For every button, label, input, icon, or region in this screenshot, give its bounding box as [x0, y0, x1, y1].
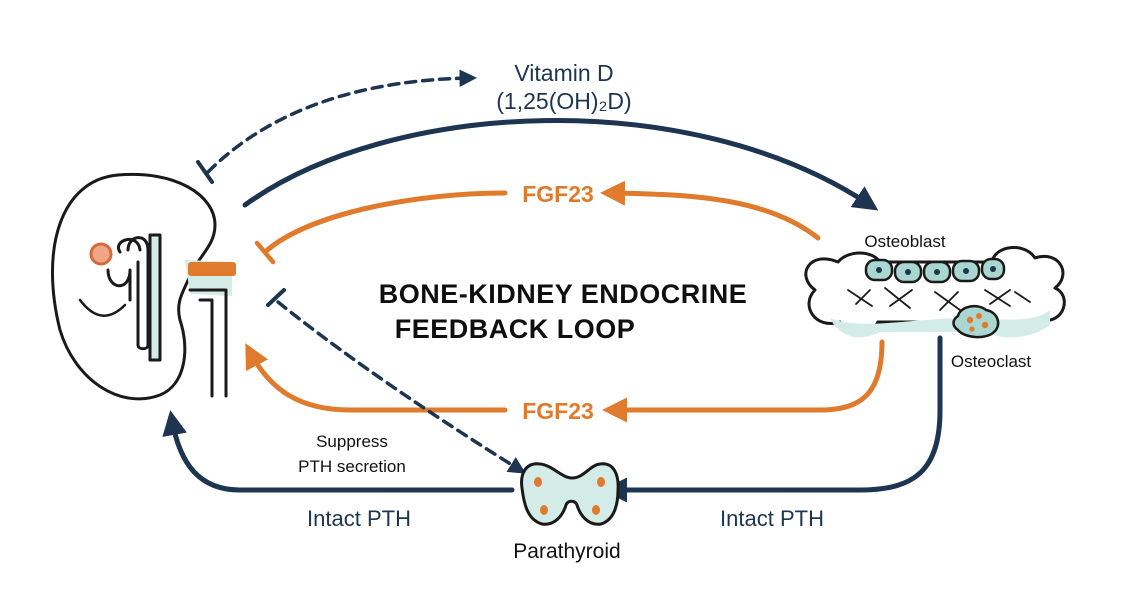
parathyroid-label: Parathyroid: [513, 540, 620, 563]
suppress-pth-dashed-arrow: [276, 300, 526, 474]
suppress-pth-secretion-label: PTH secretion: [298, 457, 406, 476]
fgf23-lower-line-left: [245, 343, 508, 413]
fgf23-upper-inhibit-bar: [254, 240, 276, 265]
glomerulus-icon: [89, 242, 113, 266]
suppress-label: Suppress: [316, 432, 388, 451]
vitamin-d-formula-label: (1,25(OH)₂D): [496, 88, 631, 114]
fgf23-lower-line-right: [602, 339, 885, 423]
osteoclast-label: Osteoclast: [951, 352, 1032, 371]
intact-pth-right-label: Intact PTH: [720, 506, 824, 531]
intact-pth-left-arrow: [162, 410, 515, 493]
fgf23-upper-label: FGF23: [522, 181, 594, 207]
fgf23-upper-arrow-head: [600, 180, 821, 241]
osteoblast-label: Osteoblast: [864, 232, 946, 251]
diagram-title-line2: FEEDBACK LOOP: [395, 314, 636, 344]
intact-pth-left-label: Intact PTH: [307, 506, 411, 531]
intact-pth-right-arrow: [602, 335, 943, 503]
osteoclast-cell: [952, 304, 1000, 339]
vitamin-d-label: Vitamin D: [514, 60, 613, 86]
fgf23-lower-label: FGF23: [522, 398, 594, 424]
parathyroid-icon: [520, 462, 620, 526]
connectors: [162, 69, 943, 503]
vitamin-d-inhibit-bar: [196, 160, 214, 184]
fgf23-upper-line: [262, 190, 508, 255]
osteoblast-cells: [864, 257, 1006, 284]
kidney-icon: [50, 172, 236, 401]
suppress-inhibit-bar: [266, 288, 286, 307]
bone-icon: [804, 245, 1066, 339]
vitamin-d-arrow: [242, 118, 879, 211]
vitamin-d-dashed-arrow: [206, 69, 477, 174]
diagram-title-line1: BONE-KIDNEY ENDOCRINE: [379, 279, 748, 309]
